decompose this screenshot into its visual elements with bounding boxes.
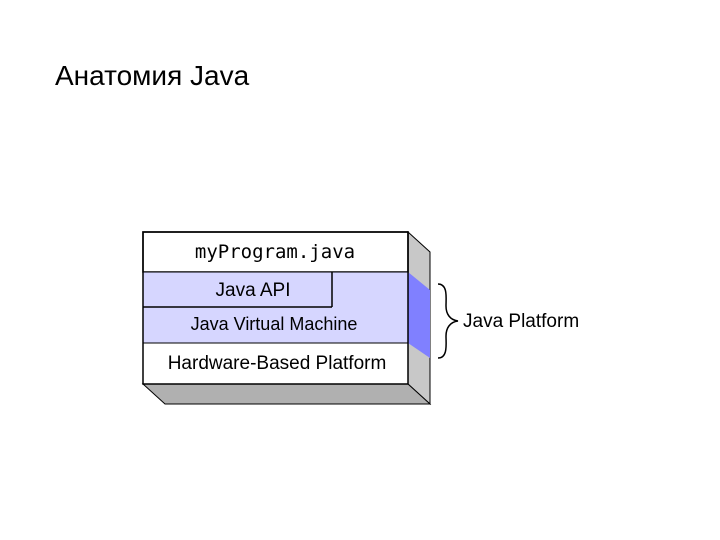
layer-java-api: [143, 272, 408, 307]
platform-label: Java Platform: [463, 311, 579, 332]
label-java-api: Java API: [216, 280, 291, 301]
layer-jvm: [143, 307, 408, 343]
platform-brace: [437, 283, 459, 359]
label-program: myProgram.java: [195, 241, 355, 263]
label-hardware: Hardware-Based Platform: [168, 353, 387, 374]
slide-title: Анатомия Java: [55, 60, 250, 91]
box-bottom-face: [141, 383, 432, 405]
label-jvm: Java Virtual Machine: [191, 314, 358, 334]
layer-hardware: [143, 343, 408, 384]
box-front-outline: [142, 231, 409, 385]
platform-side-accent: [408, 272, 430, 358]
